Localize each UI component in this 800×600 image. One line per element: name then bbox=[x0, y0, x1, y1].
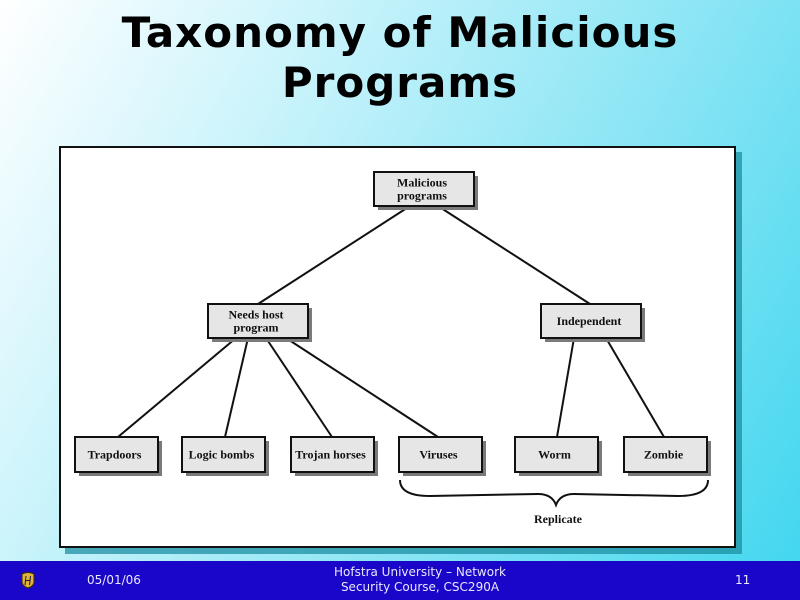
edge-needs-host-trojan-horses bbox=[265, 337, 333, 438]
node-independent-box bbox=[540, 303, 642, 339]
slide-title-line1: Taxonomy of Malicious bbox=[121, 8, 679, 57]
node-viruses-box bbox=[398, 436, 483, 473]
node-logic-bombs-label: Logic bombs bbox=[189, 448, 255, 462]
diagram-edges bbox=[117, 205, 665, 438]
edge-needs-host-viruses bbox=[285, 337, 439, 438]
node-trapdoors-label: Trapdoors bbox=[88, 448, 142, 462]
edge-independent-zombie bbox=[605, 337, 665, 438]
node-trapdoors: Trapdoors bbox=[74, 436, 162, 476]
edge-needs-host-trapdoors bbox=[117, 337, 237, 438]
node-worm: Worm bbox=[514, 436, 602, 476]
node-independent: Independent bbox=[540, 303, 645, 342]
node-zombie-label: Zombie bbox=[644, 448, 684, 462]
edge-needs-host-logic-bombs bbox=[224, 337, 249, 438]
footer-course-line1: Hofstra University – Network bbox=[334, 565, 506, 579]
slide-title-line2: Programs bbox=[281, 58, 519, 107]
node-needs-host-label: program bbox=[233, 321, 278, 335]
footer-page-number: 11 bbox=[735, 573, 751, 587]
node-trojan-horses: Trojan horses bbox=[290, 436, 378, 476]
node-worm-label: Worm bbox=[538, 448, 571, 462]
node-malicious-programs-label: Malicious bbox=[397, 176, 447, 190]
replicate-label: Replicate bbox=[534, 512, 583, 526]
node-independent-label: Independent bbox=[557, 314, 622, 328]
node-zombie: Zombie bbox=[623, 436, 711, 476]
replicate-brace-group: Replicate bbox=[399, 479, 709, 526]
node-viruses: Viruses bbox=[398, 436, 486, 476]
node-worm-box bbox=[514, 436, 599, 473]
edge-root-needs-host bbox=[257, 205, 411, 305]
node-zombie-box bbox=[623, 436, 708, 473]
hofstra-shield-icon bbox=[21, 572, 35, 589]
node-malicious-programs-box bbox=[373, 171, 475, 207]
slide-footer: 05/01/06 Hofstra University – Network Se… bbox=[0, 561, 800, 600]
node-needs-host-label: Needs host bbox=[228, 308, 283, 322]
edge-independent-worm bbox=[556, 337, 575, 438]
node-trapdoors-box bbox=[74, 436, 159, 473]
node-needs-host-box bbox=[207, 303, 309, 339]
node-logic-bombs-box bbox=[181, 436, 266, 473]
replicate-brace bbox=[399, 479, 709, 508]
edge-root-independent bbox=[437, 205, 591, 305]
footer-course-line2: Security Course, CSC290A bbox=[340, 580, 500, 594]
node-trojan-horses-box bbox=[290, 436, 375, 473]
footer-course: Hofstra University – Network Security Co… bbox=[300, 565, 540, 595]
node-logic-bombs: Logic bombs bbox=[181, 436, 269, 476]
node-viruses-label: Viruses bbox=[419, 448, 458, 462]
node-trojan-horses-label: Trojan horses bbox=[295, 448, 366, 462]
node-malicious-programs-label: programs bbox=[397, 189, 447, 203]
footer-date: 05/01/06 bbox=[87, 573, 141, 587]
slide-title: Taxonomy of Malicious Programs bbox=[0, 8, 800, 108]
